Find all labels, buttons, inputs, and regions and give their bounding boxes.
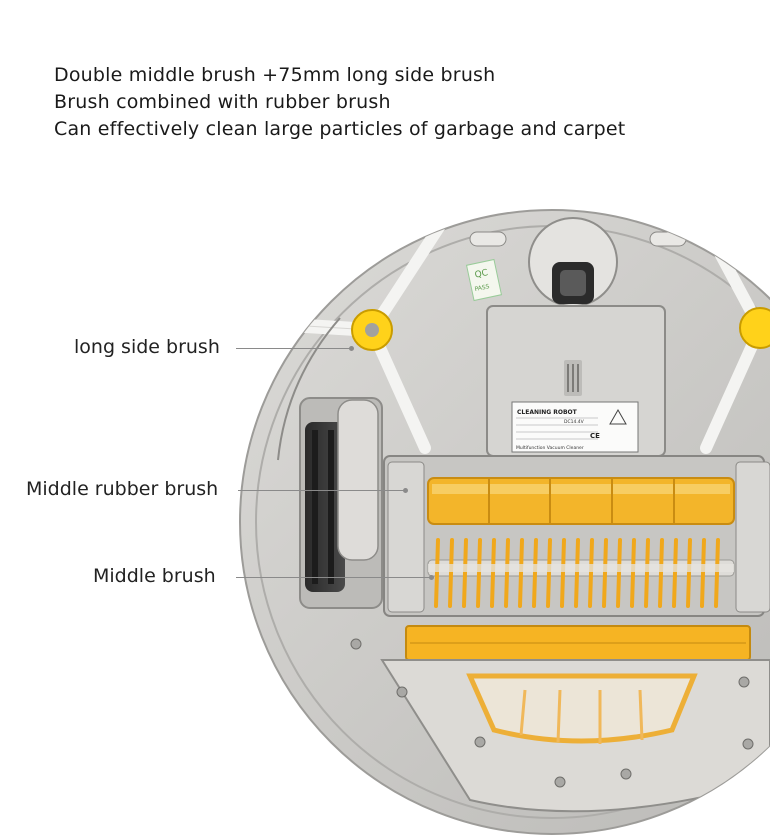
drive-wheel-left bbox=[305, 422, 345, 592]
sticker-footer: Multifunction Vacuum Cleaner bbox=[516, 445, 584, 451]
callout-leader-side-brush bbox=[236, 346, 354, 351]
callout-long-side-brush: long side brush bbox=[74, 336, 220, 358]
sticker-voltage: DC14.4V bbox=[564, 419, 585, 425]
ce-mark: CE bbox=[590, 432, 600, 440]
callout-middle-rubber-brush: Middle rubber brush bbox=[26, 478, 219, 500]
callout-leader-rubber-brush bbox=[238, 488, 408, 493]
headline: Double middle brush +75mm long side brus… bbox=[54, 62, 625, 143]
recycle-icon bbox=[609, 408, 627, 425]
headline-line-2: Brush combined with rubber brush bbox=[54, 91, 391, 113]
callout-middle-brush: Middle brush bbox=[93, 565, 216, 587]
middle-bristle-brush bbox=[427, 538, 735, 608]
callout-leader-middle-brush bbox=[236, 575, 434, 580]
qc-pass-sticker: QC PASS bbox=[465, 258, 503, 302]
side-brush-left bbox=[240, 212, 451, 454]
headline-line-3: Can effectively clean large particles of… bbox=[54, 118, 626, 140]
svg-text:PASS: PASS bbox=[474, 283, 490, 293]
caster-wheel bbox=[528, 217, 618, 307]
product-label-sticker: CLEANING ROBOT DC14.4V CE Multifunction … bbox=[511, 401, 639, 453]
headline-line-1: Double middle brush +75mm long side brus… bbox=[54, 64, 496, 86]
svg-text:QC: QC bbox=[474, 268, 489, 281]
middle-rubber-brush bbox=[427, 477, 735, 525]
sticker-title: CLEANING ROBOT bbox=[517, 409, 578, 416]
dustbin bbox=[380, 659, 770, 813]
